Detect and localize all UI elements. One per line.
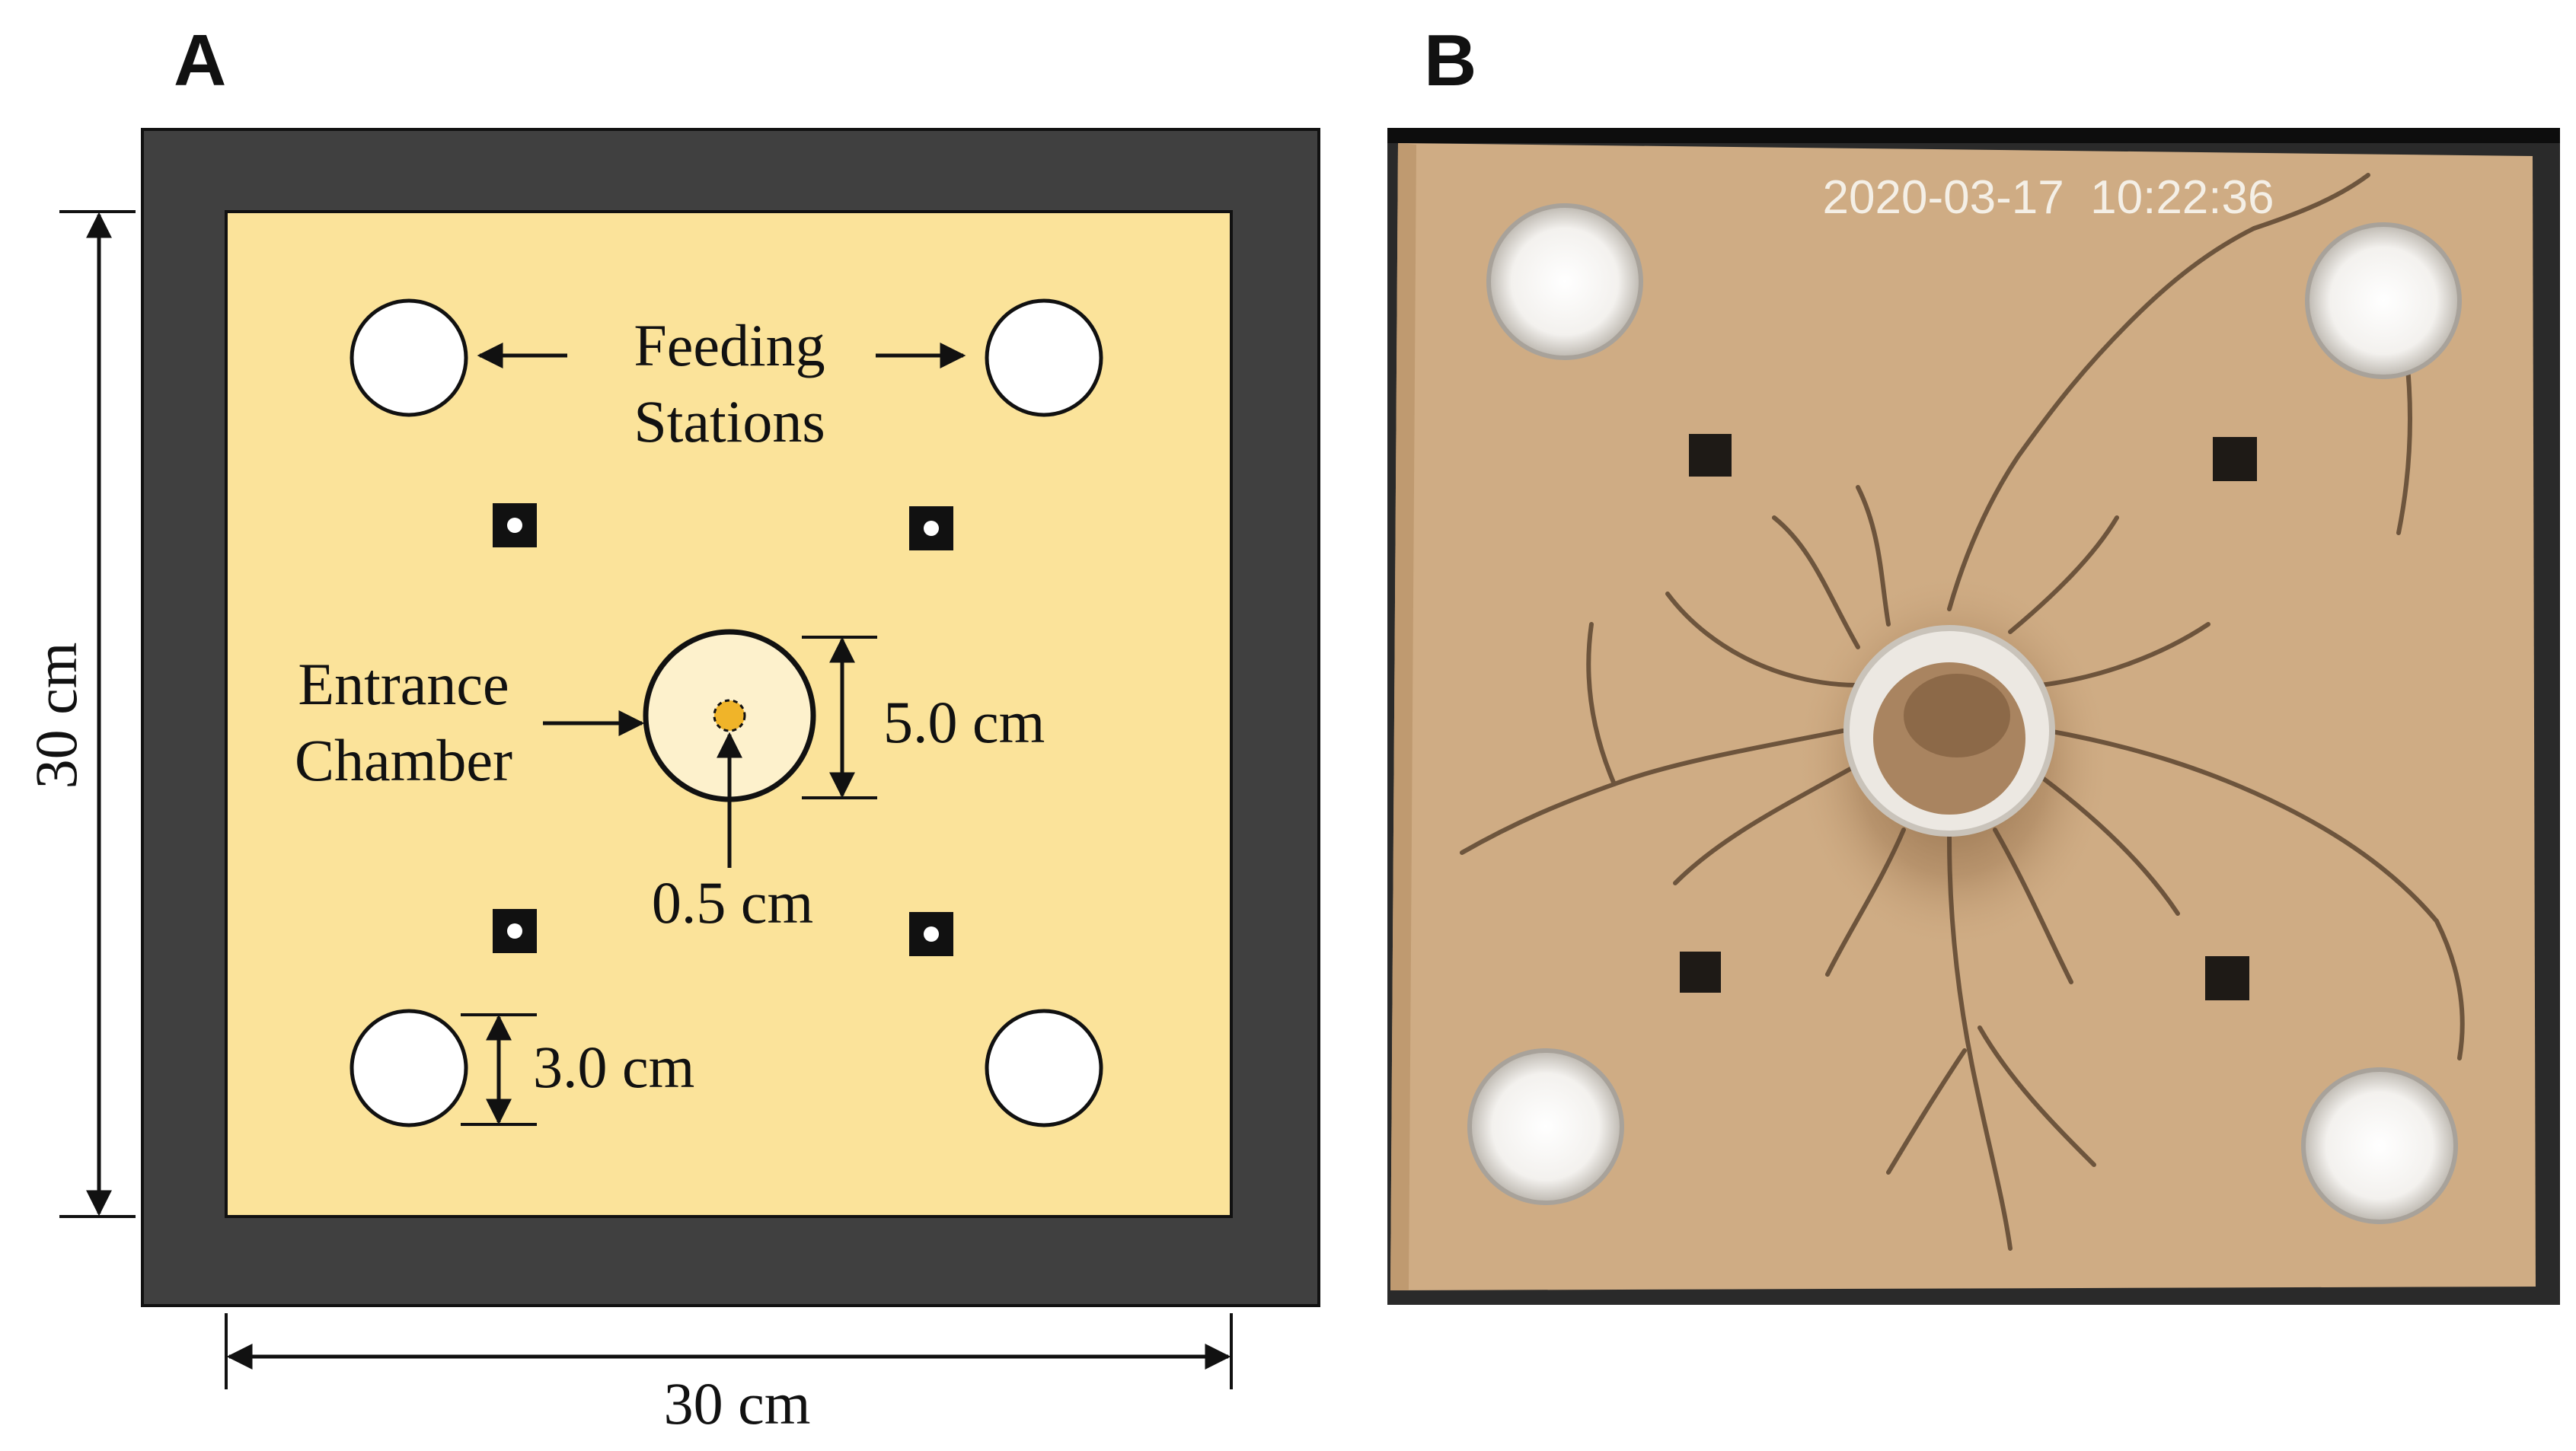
arena-photo: 2020-03-17 10:22:36	[1387, 128, 2560, 1305]
feeding-station-bottom-left	[350, 1009, 468, 1127]
marker-top-left	[493, 503, 537, 547]
station-dimension-label: 3.0 cm	[533, 1034, 694, 1100]
photo-marker-top-left	[1689, 434, 1732, 477]
cardboard-shade-left	[1390, 143, 1416, 1290]
height-dimension-label: 30 cm	[23, 643, 89, 789]
chamber-dimension-label: 5.0 cm	[883, 689, 1045, 755]
entrance-hole	[713, 699, 746, 732]
photo-feeding-cup-top-right	[2305, 222, 2462, 379]
photo-timestamp: 2020-03-17 10:22:36	[1823, 171, 2274, 224]
feeding-stations-label-line2: Stations	[634, 388, 825, 454]
marker-bottom-left	[493, 909, 537, 953]
photo-marker-top-right	[2213, 437, 2257, 481]
feeding-stations-label-line1: Feeding	[634, 312, 825, 378]
marker-top-right	[909, 506, 953, 550]
photo-top-edge	[1387, 128, 2560, 143]
entrance-chamber-label-line2: Chamber	[295, 727, 512, 793]
marker-bottom-right	[909, 912, 953, 956]
entrance-chamber-label-line1: Entrance	[298, 651, 509, 717]
panel-b-letter: B	[1424, 20, 1476, 101]
panel-b: B	[1387, 20, 2560, 1305]
photo-marker-bottom-right	[2205, 956, 2249, 1000]
hole-dimension-label: 0.5 cm	[652, 869, 813, 936]
panel-a: A Feeding Stations Entrance Chamber	[23, 20, 1320, 1437]
panel-a-letter: A	[174, 20, 226, 101]
feeding-station-top-left	[350, 298, 468, 417]
photo-feeding-cup-top-left	[1486, 203, 1643, 360]
width-dimension-label: 30 cm	[664, 1370, 811, 1437]
photo-entrance-chamber-shade	[1904, 674, 2010, 757]
photo-marker-bottom-left	[1680, 952, 1721, 993]
photo-feeding-cup-bottom-right	[2301, 1067, 2458, 1224]
feeding-station-bottom-right	[985, 1009, 1103, 1127]
feeding-station-top-right	[985, 298, 1103, 417]
termite-tunnels	[1460, 173, 2465, 1251]
photo-feeding-cup-bottom-left	[1467, 1048, 1624, 1205]
